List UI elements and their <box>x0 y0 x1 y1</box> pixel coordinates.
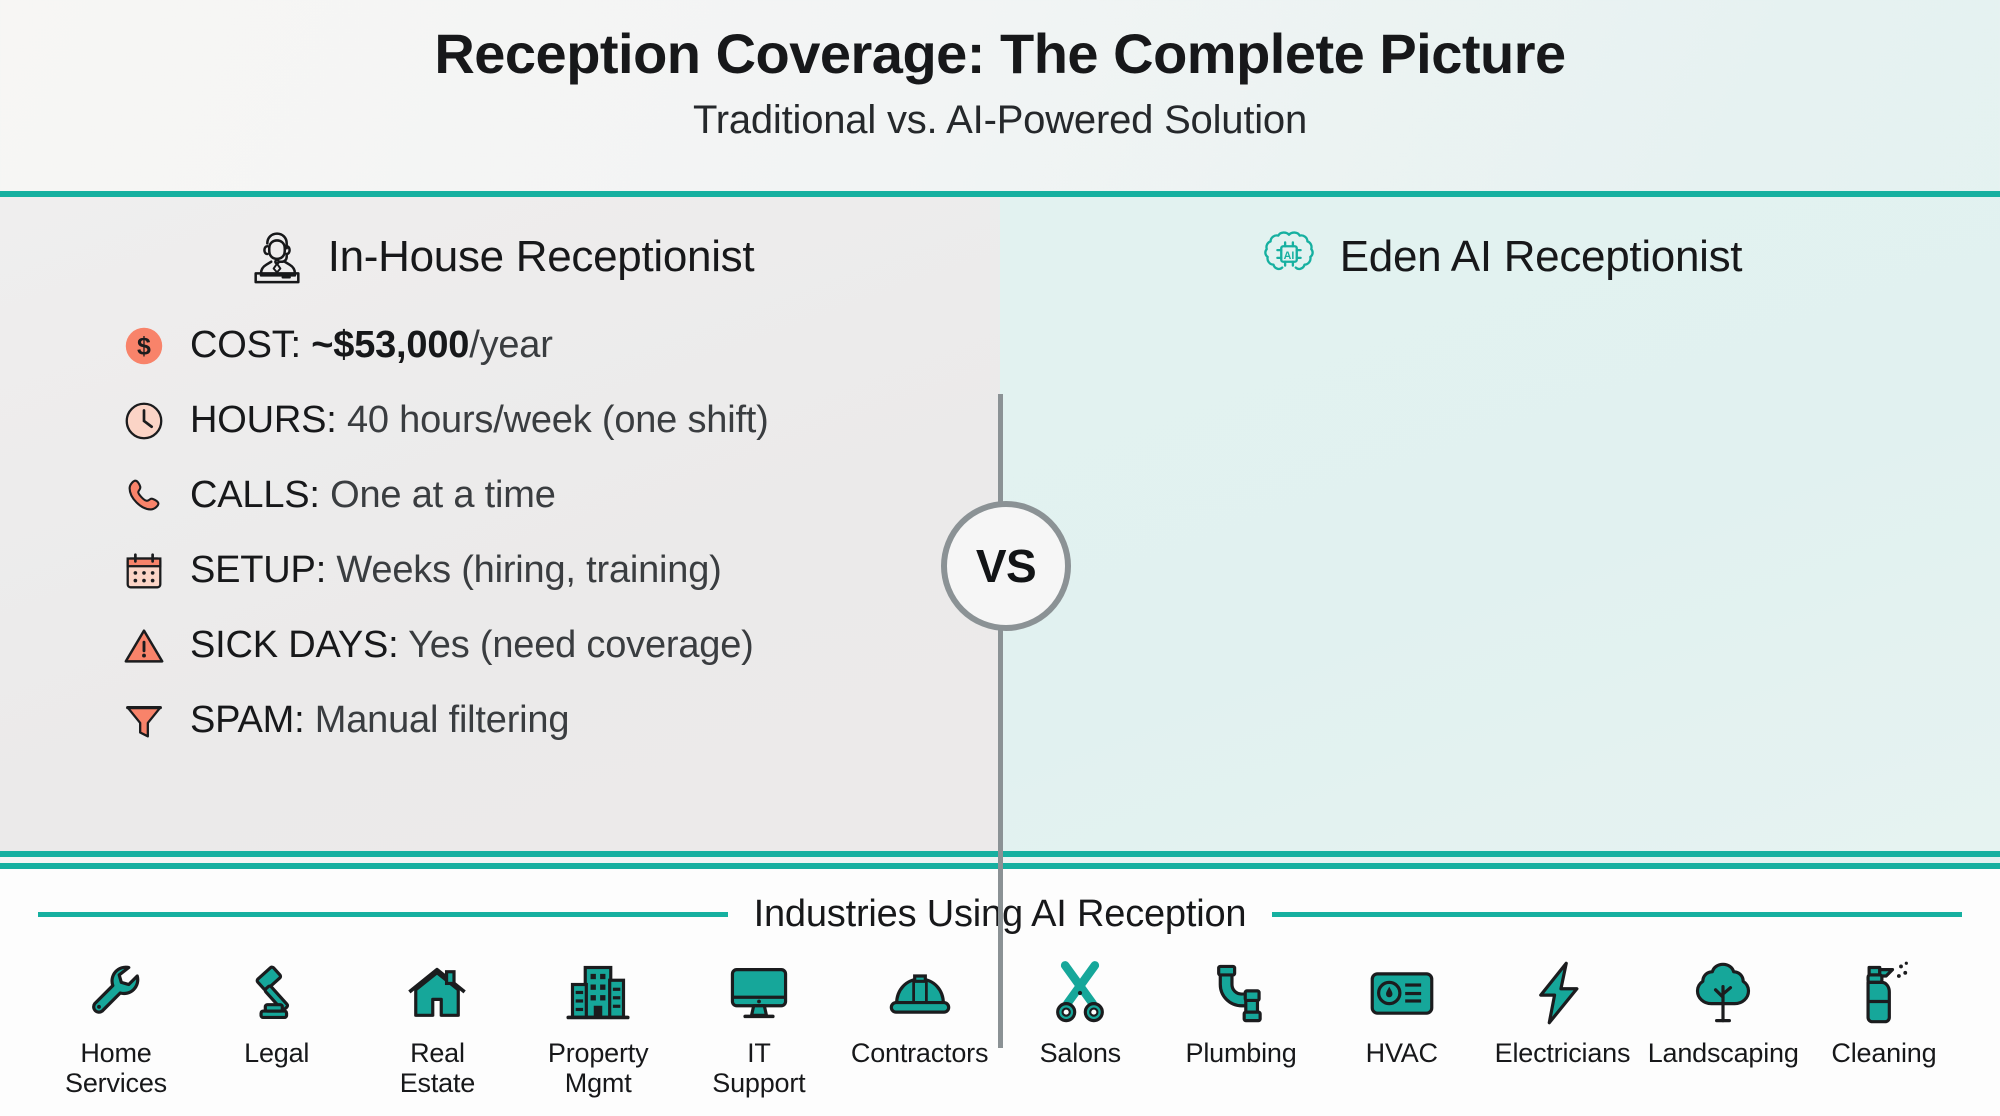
panel-header-left: In-House Receptionist <box>0 197 1000 290</box>
industry-label: IT Support <box>712 1038 806 1099</box>
dollar-circle-icon: $ <box>118 320 170 372</box>
wrench-icon <box>82 954 150 1032</box>
industry-item[interactable]: Landscaping <box>1647 954 1799 1098</box>
thermostat-icon <box>1368 954 1436 1032</box>
industry-label: Real Estate <box>399 1038 476 1099</box>
scissors-icon <box>1046 954 1114 1032</box>
house-icon <box>403 954 471 1032</box>
industry-item[interactable]: Plumbing <box>1167 954 1315 1098</box>
industry-item[interactable]: Legal <box>203 954 351 1098</box>
page-subtitle: Traditional vs. AI-Powered Solution <box>692 98 1308 143</box>
row-setup-right: SETUP: 5 minutes <box>1000 533 2000 608</box>
header: Reception Coverage: The Complete Picture… <box>0 0 2000 143</box>
panel-header-right: AI Eden AI Receptionist <box>1000 197 2000 290</box>
rule-left <box>37 912 728 917</box>
row-sick-days-left: SICK DAYS: Yes (need coverage) <box>0 608 1000 683</box>
building-icon <box>564 954 632 1032</box>
clock-icon <box>118 395 170 447</box>
panel-title-right: Eden AI Receptionist <box>1339 231 1743 281</box>
warning-triangle-icon <box>118 620 170 672</box>
gavel-icon <box>243 954 311 1032</box>
row-cost-right: $ COST: $39-$99/month <box>1000 308 2000 383</box>
right-rows: $ COST: $39-$99/month 24/7 HOURS: 24/7/3… <box>1000 290 2000 924</box>
industry-item[interactable]: Home Services <box>42 954 190 1098</box>
industry-item[interactable]: Salons <box>1006 954 1154 1098</box>
row-text: HOURS: 40 hours/week (one shift) <box>190 399 769 441</box>
ai-brain-chip-icon: AI <box>1258 223 1320 290</box>
industry-label: Legal <box>244 1038 310 1068</box>
industry-label: Contractors <box>850 1038 989 1068</box>
industry-label: HVAC <box>1365 1038 1438 1068</box>
panel-eden-ai: AI Eden AI Receptionist $ COST: $39-$99/… <box>1000 197 2000 851</box>
industry-label: Electricians <box>1494 1038 1631 1068</box>
row-text: CALLS: One at a time <box>190 474 556 516</box>
phone-icon <box>118 470 170 522</box>
row-text: SICK DAYS: Yes (need coverage) <box>190 624 754 666</box>
industry-item[interactable]: Real Estate <box>363 954 511 1098</box>
row-sick-days-right: SICK DAYS: Never <box>1000 608 2000 683</box>
row-setup-left: SETUP: Weeks (hiring, training) <box>0 533 1000 608</box>
row-hours-right: 24/7 HOURS: 24/7/365 <box>1000 383 2000 458</box>
industry-label: Home Services <box>65 1038 167 1099</box>
row-text: SETUP: Weeks (hiring, training) <box>190 549 722 591</box>
industry-item[interactable]: Electricians <box>1488 954 1636 1098</box>
row-calls-right: CALLS: Unlimited simultaneous <box>1000 458 2000 533</box>
rule-right <box>1272 912 1963 917</box>
industry-item[interactable]: Cleaning <box>1810 954 1958 1098</box>
svg-text:AI: AI <box>1283 250 1294 262</box>
industry-label: Salons <box>1039 1038 1122 1068</box>
industries-grid: Home Services Legal Real Estate Property… <box>0 936 2000 1098</box>
row-text: SPAM: Manual filtering <box>190 699 570 741</box>
left-rows: $ COST: ~$53,000/year HOURS: 40 hours/we… <box>0 290 1000 758</box>
svg-text:$: $ <box>137 332 151 360</box>
industry-item[interactable]: IT Support <box>685 954 833 1098</box>
row-spam-left: SPAM: Manual filtering <box>0 683 1000 758</box>
industry-item[interactable]: Contractors <box>846 954 994 1098</box>
vs-badge: VS <box>941 501 1071 631</box>
panel-divider <box>998 394 1003 1048</box>
calendar-icon <box>118 545 170 597</box>
page-title: Reception Coverage: The Complete Picture <box>434 22 1566 85</box>
industry-label: Landscaping <box>1647 1038 1799 1068</box>
spray-bottle-icon <box>1850 954 1918 1032</box>
comparison-band: In-House Receptionist $ COST: ~$53,000/y… <box>0 191 2000 1048</box>
pipe-icon <box>1207 954 1275 1032</box>
row-hours-left: HOURS: 40 hours/week (one shift) <box>0 383 1000 458</box>
row-text: COST: ~$53,000/year <box>190 324 553 366</box>
monitor-icon <box>725 954 793 1032</box>
industry-item[interactable]: Property Mgmt <box>524 954 672 1098</box>
funnel-icon <box>118 695 170 747</box>
panel-in-house: In-House Receptionist $ COST: ~$53,000/y… <box>0 197 1000 851</box>
hard-hat-icon <box>886 954 954 1032</box>
row-calls-left: CALLS: One at a time <box>0 458 1000 533</box>
bolt-icon <box>1528 954 1596 1032</box>
industry-label: Property Mgmt <box>547 1038 649 1099</box>
industry-item[interactable]: HVAC <box>1328 954 1476 1098</box>
row-spam-right: SPAM: Automatic (IntelliSpam) <box>1000 683 2000 758</box>
industry-label: Cleaning <box>1831 1038 1937 1068</box>
industry-label: Plumbing <box>1185 1038 1297 1068</box>
tree-icon <box>1689 954 1757 1032</box>
row-cost-left: $ COST: ~$53,000/year <box>0 308 1000 383</box>
panel-title-left: In-House Receptionist <box>327 231 755 281</box>
receptionist-headset-icon <box>246 223 308 290</box>
